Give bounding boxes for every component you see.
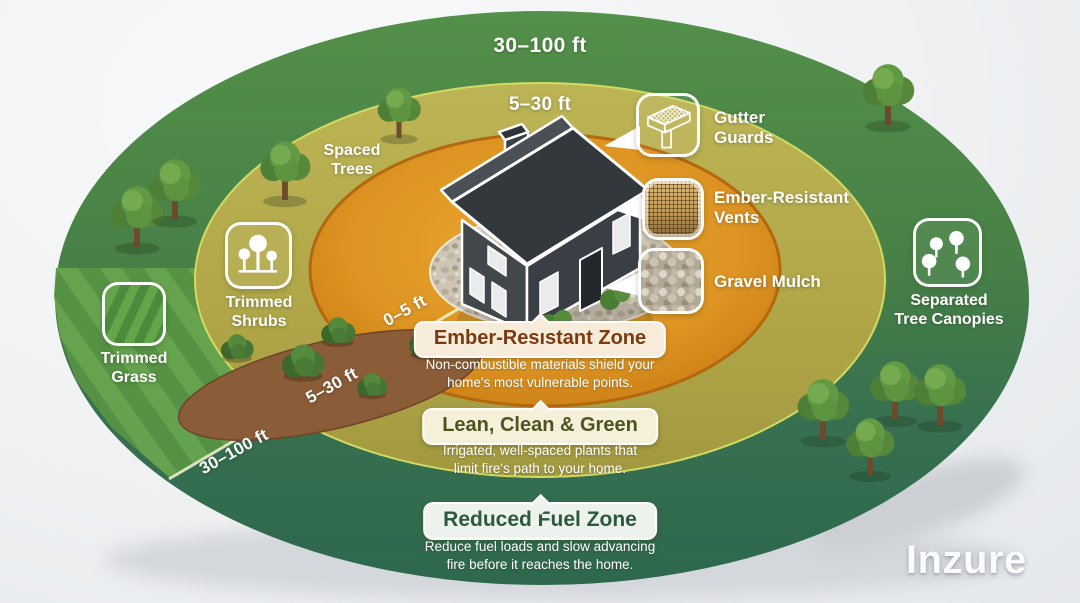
lean-clean-green-title: Lean, Clean & Green	[422, 399, 658, 445]
outer-zone-distance-label: 30–100 ft	[493, 34, 587, 57]
trimmed-grass-icon	[102, 282, 166, 346]
gutter-callout-pointer	[604, 126, 640, 150]
trimmed-shrubs-label: Trimmed Shrubs	[225, 294, 293, 330]
callout-pointers	[604, 126, 644, 296]
gravel-mulch-label: Gravel Mulch	[714, 272, 821, 291]
spaced-trees-label: Spaced Trees	[323, 142, 381, 178]
gravel-mulch-icon	[638, 248, 704, 314]
reduced-fuel-zone-title: Reduced Fuel Zone	[423, 493, 657, 540]
gutter-guard-glyph	[647, 104, 691, 149]
tree-cluster-shadow	[805, 458, 1025, 552]
tree-canopies-glyph	[921, 231, 971, 278]
trimmed-grass-label: Trimmed Grass	[100, 350, 168, 386]
lean-clean-green-description: Irrigated, well-spaced plants that limit…	[442, 443, 638, 476]
ember-vent-icon	[642, 178, 704, 240]
brand-logo: Inzure	[906, 538, 1027, 582]
vent-callout-pointer	[614, 196, 644, 220]
trimmed-shrubs-icon	[225, 222, 292, 289]
ember-resistant-zone-title: Ember-Resistant Zone	[413, 312, 667, 358]
ember-vents-label: Ember-Resistant Vents	[714, 188, 850, 227]
separated-tree-canopies-icon	[913, 218, 982, 287]
middle-zone-distance-label: 5–30 ft	[508, 94, 572, 115]
ember-resistant-zone-title-text: Ember-Resistant Zone	[433, 327, 647, 349]
reduced-fuel-zone-description: Reduce fuel loads and slow advancing fir…	[424, 539, 656, 572]
shrubs-glyph	[238, 234, 278, 273]
lean-clean-green-title-text: Lean, Clean & Green	[442, 414, 638, 436]
gravel-callout-pointer	[606, 272, 640, 296]
gutter-guards-icon	[636, 93, 700, 157]
ember-resistant-zone-description: Non-combustible materials shield your ho…	[425, 357, 655, 390]
reduced-fuel-zone-title-text: Reduced Fuel Zone	[443, 508, 637, 531]
gutter-guards-label: Gutter Guards	[714, 108, 774, 147]
separated-tree-canopies-label: Separated Tree Canopies	[894, 292, 1004, 328]
